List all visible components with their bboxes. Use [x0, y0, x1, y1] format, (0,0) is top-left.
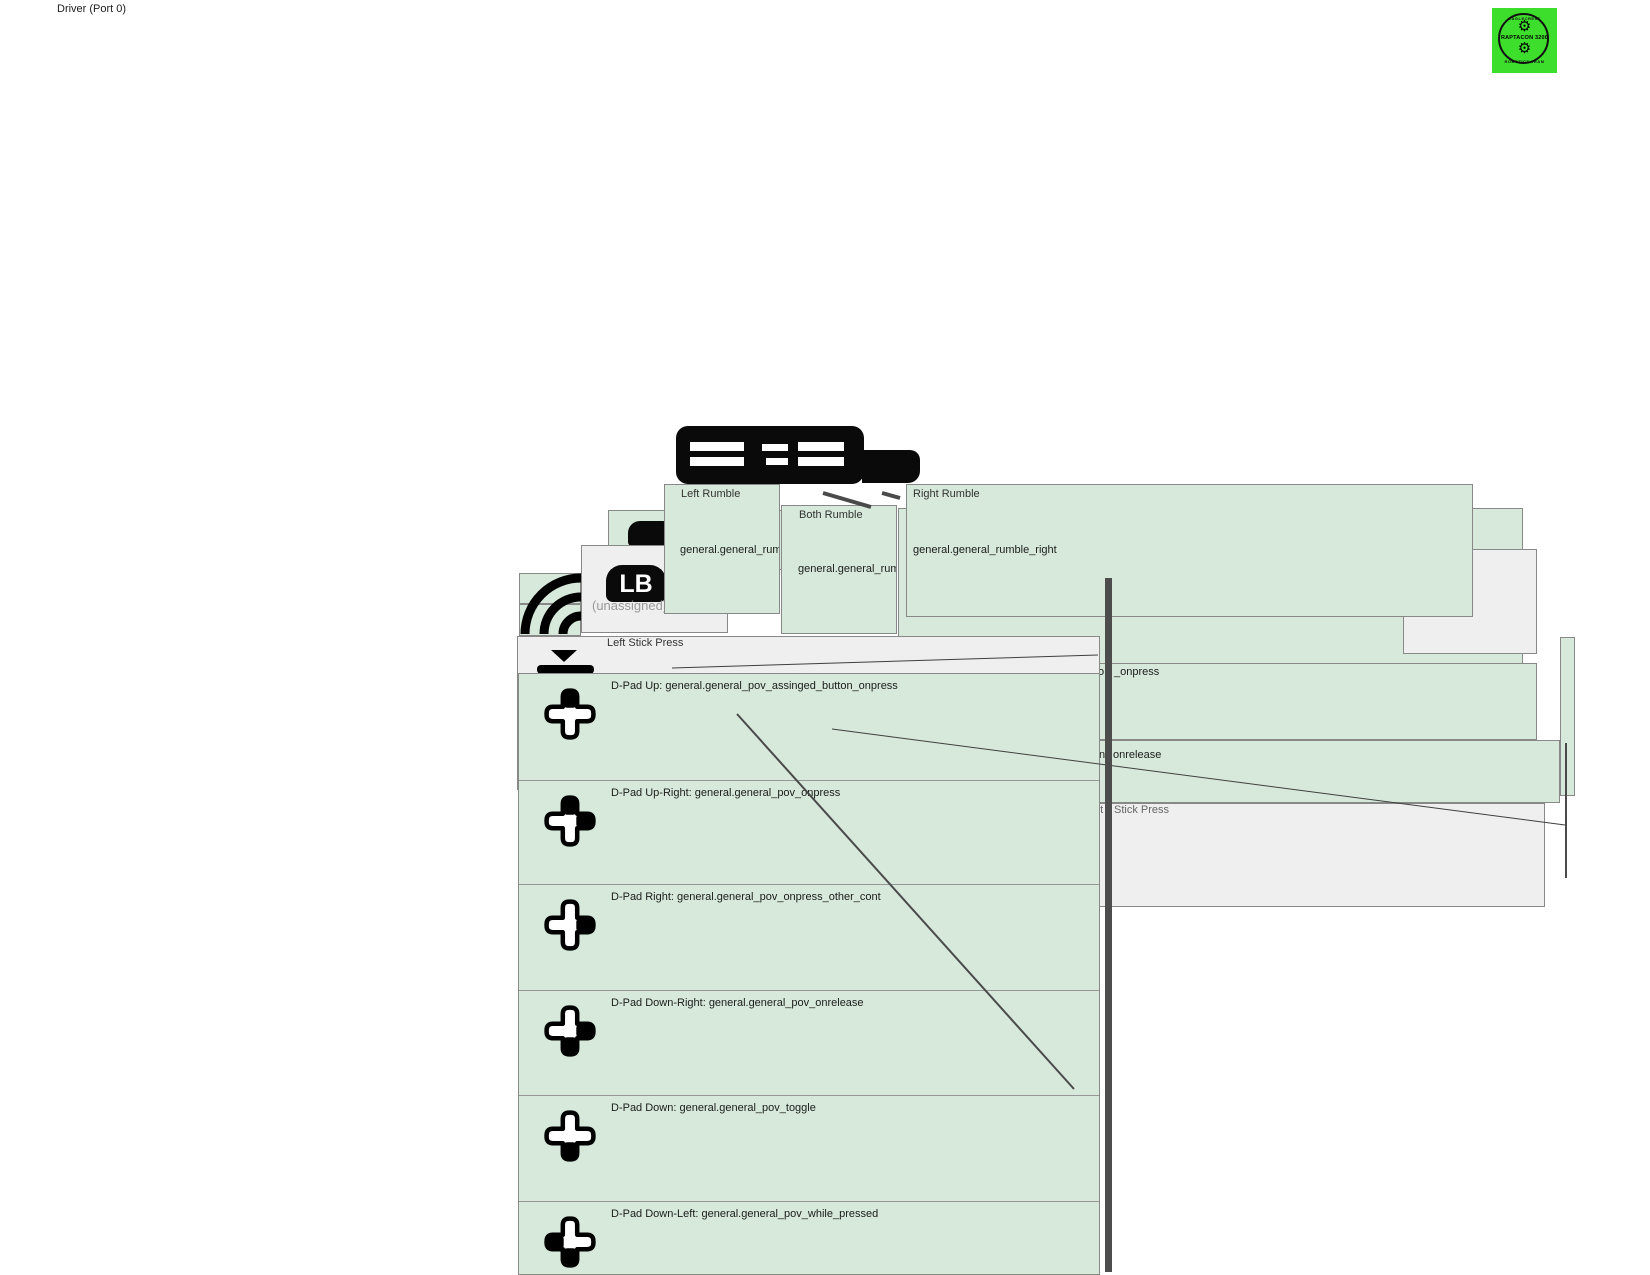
both-rumble-binding: general.general_rum	[798, 563, 897, 575]
dpad-down-right-icon	[544, 1005, 596, 1057]
gamepad-vent-icon	[676, 426, 864, 484]
gamepad-vent-tab-icon	[862, 450, 920, 483]
dpad-row-down-left[interactable]: D-Pad Down-Left: general.general_pov_whi…	[519, 1201, 1099, 1274]
lb-bumper-icon: LB	[606, 565, 666, 602]
dpad-row-down[interactable]: D-Pad Down: general.general_pov_toggle	[519, 1095, 1099, 1201]
pov-onpress-fragment-pre: o	[1098, 666, 1105, 678]
team-logo: EAGLECREST ⚙ RAPTACON 3200 ⚙ ROBOTICS TE…	[1492, 8, 1557, 73]
stick-press-triangle-icon	[551, 650, 577, 662]
dpad-row-label: D-Pad Up: general.general_pov_assinged_b…	[611, 680, 898, 692]
dpad-row-label: D-Pad Down-Right: general.general_pov_on…	[611, 997, 864, 1009]
logo-team-name: RAPTACON 3200	[1500, 35, 1549, 41]
dpad-row-label: D-Pad Down: general.general_pov_toggle	[611, 1102, 816, 1114]
right-rumble-title: Right Rumble	[913, 488, 980, 500]
left-rumble-binding: general.general_rum	[680, 544, 780, 556]
gear-icon-bottom: ⚙	[1517, 40, 1532, 57]
logo-bottom-arc: ROBOTICS TEAM	[1504, 59, 1545, 64]
stick-press-bar-icon	[537, 665, 594, 674]
right-rumble-card[interactable]: Right Rumble general.general_rumble_righ…	[906, 484, 1473, 617]
dpad-up-icon	[544, 688, 596, 740]
gear-icon-top: ⚙	[1517, 18, 1532, 35]
dpad-row-right[interactable]: D-Pad Right: general.general_pov_onpress…	[519, 884, 1099, 990]
logo-ring	[1498, 13, 1549, 64]
dpad-row-up-right[interactable]: D-Pad Up-Right: general.general_pov_onpr…	[519, 780, 1099, 884]
dpad-mapping-card: D-Pad Up: general.general_pov_assinged_b…	[518, 673, 1100, 1275]
background-panel-sliver[interactable]	[1560, 637, 1575, 796]
left-rumble-card[interactable]: Left Rumble general.general_rum	[664, 484, 780, 614]
right-rumble-binding: general.general_rumble_right	[913, 544, 1057, 556]
dpad-down-icon	[544, 1110, 596, 1162]
unassigned-label: (unassigned)	[592, 598, 668, 613]
focus-bar[interactable]	[1105, 578, 1112, 1272]
left-rumble-title: Left Rumble	[681, 488, 741, 500]
pov-onrelease-fragment: onrelease	[1113, 749, 1162, 761]
driver-port-label: Driver (Port 0)	[57, 3, 127, 15]
right-stick-press-fragment: Stick Press	[1114, 804, 1170, 816]
both-rumble-card[interactable]: Both Rumble general.general_rum	[781, 505, 897, 634]
both-rumble-title: Both Rumble	[799, 509, 863, 521]
dpad-row-up[interactable]: D-Pad Up: general.general_pov_assinged_b…	[519, 674, 1099, 780]
pov-onpress-fragment: _onpress	[1114, 666, 1160, 678]
logo-top-arc: EAGLECREST	[1508, 16, 1541, 21]
leader-stroke-2	[881, 491, 901, 500]
rumble-waves-icon	[520, 573, 582, 635]
dpad-row-label: D-Pad Up-Right: general.general_pov_onpr…	[611, 787, 841, 799]
dpad-right-icon	[544, 899, 596, 951]
left-stick-press-title: Left Stick Press	[607, 637, 684, 649]
dpad-up-right-icon	[544, 795, 596, 847]
dpad-row-down-right[interactable]: D-Pad Down-Right: general.general_pov_on…	[519, 990, 1099, 1095]
dpad-down-left-icon	[544, 1216, 596, 1268]
dpad-row-label: D-Pad Right: general.general_pov_onpress…	[611, 891, 881, 903]
dpad-row-label: D-Pad Down-Left: general.general_pov_whi…	[611, 1208, 879, 1220]
